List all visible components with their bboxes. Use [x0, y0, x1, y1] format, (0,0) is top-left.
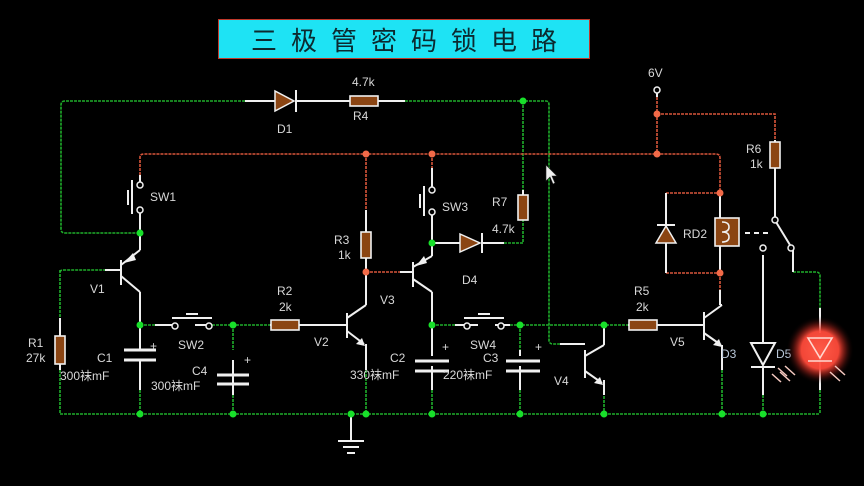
node: [519, 97, 527, 105]
label-SW4: SW4: [470, 338, 496, 352]
resistor-R1[interactable]: R1 27k: [26, 335, 66, 365]
pushbutton-SW4[interactable]: SW4: [463, 313, 505, 352]
node: [362, 268, 370, 276]
node: [516, 321, 524, 329]
polarity-C1: +: [150, 339, 157, 353]
wires-red: [139, 97, 776, 290]
mouse-cursor-icon: [545, 164, 558, 185]
transistor-V5[interactable]: V5: [670, 304, 723, 349]
pushbutton-SW2[interactable]: SW2: [171, 313, 213, 352]
relay-RD2[interactable]: RD2: [654, 216, 795, 252]
capacitor-C2[interactable]: + C2 330袜mF: [350, 340, 449, 382]
node: [428, 321, 436, 329]
capacitor-C4[interactable]: + C4 300袜mF: [151, 353, 251, 393]
label-V3: V3: [380, 293, 395, 307]
diode-D4[interactable]: D4: [459, 232, 483, 287]
polarity-C3: +: [535, 340, 542, 354]
ground-icon: [338, 414, 364, 454]
label-R7: R7: [492, 195, 508, 209]
value-R4: 4.7k: [352, 75, 376, 89]
label-R2: R2: [277, 284, 293, 298]
node: [653, 150, 661, 158]
value-C2: 330袜mF: [350, 368, 399, 382]
node: [716, 189, 724, 197]
resistor-R5[interactable]: R5 2k: [628, 284, 658, 331]
node: [716, 269, 724, 277]
node: [362, 410, 370, 418]
label-C3: C3: [483, 351, 499, 365]
pushbutton-SW3[interactable]: SW3: [419, 186, 468, 216]
diode-D1[interactable]: D1: [274, 89, 297, 136]
resistor-R7[interactable]: R7 4.7k: [492, 194, 529, 236]
resistor-R3[interactable]: R3 1k: [334, 231, 372, 262]
label-D3: D3: [721, 347, 737, 361]
transistor-V4[interactable]: V4: [554, 344, 605, 388]
node: [229, 321, 237, 329]
transistor-V3[interactable]: V3: [380, 243, 433, 307]
label-V1: V1: [90, 282, 105, 296]
resistor-R4[interactable]: 4.7k R4: [349, 75, 379, 123]
capacitor-C3[interactable]: + C3 220袜mF: [443, 340, 542, 382]
label-R6: R6: [746, 142, 762, 156]
title-text: 三极管密码锁电路: [250, 26, 571, 57]
value-R1: 27k: [26, 351, 46, 365]
value-R2: 2k: [279, 300, 293, 314]
node: [362, 150, 370, 158]
transistor-V1[interactable]: V1: [90, 233, 141, 300]
polarity-C4: +: [244, 353, 251, 367]
node: [653, 110, 661, 118]
led-D5-lit[interactable]: [779, 316, 854, 384]
label-SW1: SW1: [150, 190, 176, 204]
label-C4: C4: [192, 364, 208, 378]
label-6V: 6V: [648, 66, 663, 80]
label-SW2: SW2: [178, 338, 204, 352]
node: [718, 410, 726, 418]
node: [759, 410, 767, 418]
node: [347, 410, 355, 418]
node: [136, 229, 144, 237]
label-D1: D1: [277, 122, 293, 136]
label-V4: V4: [554, 374, 569, 388]
polarity-C2: +: [442, 340, 449, 354]
junction-nodes: [136, 97, 767, 418]
value-C3: 220袜mF: [443, 368, 492, 382]
value-R7: 4.7k: [492, 222, 516, 236]
label-RD2: RD2: [683, 227, 707, 241]
value-C1: 300袜mF: [60, 369, 109, 383]
node: [229, 410, 237, 418]
node: [600, 321, 608, 329]
label-V2: V2: [314, 335, 329, 349]
resistor-R2[interactable]: R2 2k: [270, 284, 300, 331]
node: [516, 410, 524, 418]
label-SW3: SW3: [442, 200, 468, 214]
node: [600, 410, 608, 418]
node: [428, 410, 436, 418]
value-R3: 1k: [338, 248, 352, 262]
supply-6V: 6V: [648, 66, 663, 94]
resistor-R6[interactable]: R6 1k: [746, 141, 781, 171]
label-C1: C1: [97, 351, 113, 365]
label-R1: R1: [28, 336, 44, 350]
capacitor-C1[interactable]: + C1 300袜mF: [60, 339, 157, 383]
label-V5: V5: [670, 335, 685, 349]
value-R6: 1k: [750, 157, 764, 171]
value-R5: 2k: [636, 300, 650, 314]
node: [428, 239, 436, 247]
component-leads: [59, 92, 821, 395]
pushbutton-SW1[interactable]: SW1: [127, 180, 176, 214]
value-C4: 300袜mF: [151, 379, 200, 393]
label-R3: R3: [334, 233, 350, 247]
wires-green: [59, 100, 821, 415]
node: [136, 410, 144, 418]
label-R4: R4: [353, 109, 369, 123]
node: [428, 150, 436, 158]
title-banner: 三极管密码锁电路: [218, 19, 590, 59]
transistor-V2[interactable]: V2: [314, 272, 367, 370]
node: [136, 321, 144, 329]
label-C2: C2: [390, 351, 406, 365]
label-D4: D4: [462, 273, 478, 287]
label-R5: R5: [634, 284, 650, 298]
label-group-D3: D3: [721, 347, 737, 361]
